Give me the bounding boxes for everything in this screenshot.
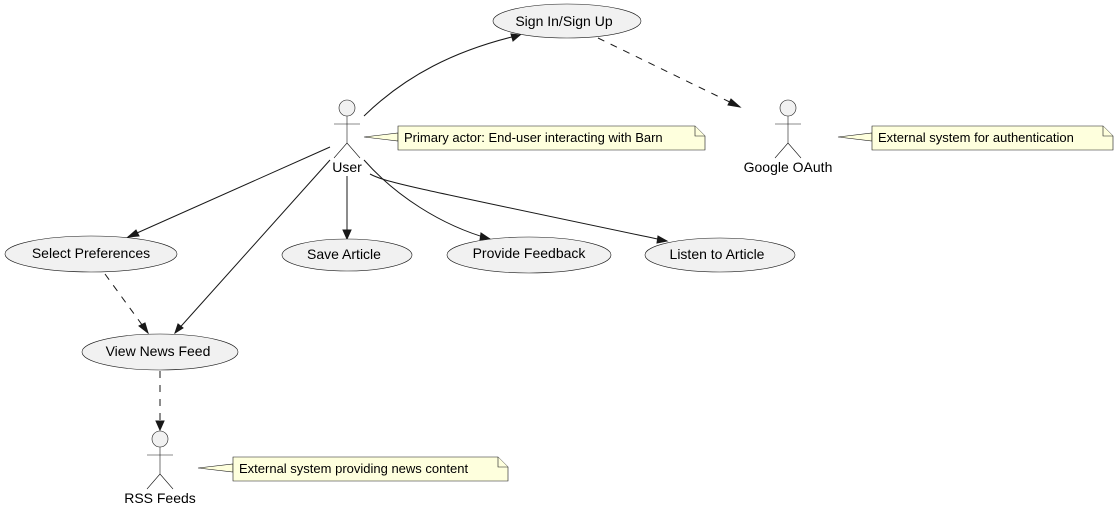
arrowhead-preferences bbox=[126, 229, 140, 238]
actor-head-icon bbox=[779, 99, 797, 117]
use-case-save-article[interactable]: Save Article bbox=[281, 238, 413, 272]
actor-body-icon bbox=[774, 116, 802, 159]
use-case-label: Select Preferences bbox=[32, 245, 150, 261]
edge-preferences-newsfeed bbox=[104, 273, 149, 334]
actor-head-icon bbox=[151, 430, 169, 448]
note-pointer-rss bbox=[197, 463, 234, 473]
arrowhead-oauth bbox=[727, 98, 742, 108]
use-case-label: Provide Feedback bbox=[473, 245, 587, 261]
note-user: Primary actor: End-user interacting with… bbox=[397, 125, 706, 151]
edge-user-preferences bbox=[127, 146, 331, 238]
actor-label: User bbox=[332, 159, 362, 175]
use-case-label: View News Feed bbox=[106, 343, 211, 359]
use-case-provide-feedback[interactable]: Provide Feedback bbox=[446, 236, 612, 274]
actor-body-icon bbox=[146, 447, 174, 490]
note-text: External system for authentication bbox=[878, 130, 1074, 145]
edge-signin-oauth bbox=[597, 37, 741, 108]
arrowhead-save bbox=[342, 229, 352, 241]
actor-label: Google OAuth bbox=[744, 159, 833, 175]
actor-label: RSS Feeds bbox=[124, 490, 196, 506]
actor-google-oauth[interactable]: Google OAuth bbox=[744, 99, 833, 175]
use-case-label: Sign In/Sign Up bbox=[515, 13, 612, 29]
actor-rss-feeds[interactable]: RSS Feeds bbox=[124, 430, 196, 506]
edge-user-signin bbox=[363, 34, 521, 117]
edge-user-newsfeed bbox=[174, 159, 331, 334]
note-google-oauth: External system for authentication bbox=[871, 125, 1114, 151]
edges bbox=[104, 33, 873, 473]
arrowhead-pref-newsfeed bbox=[138, 322, 149, 335]
use-case-view-news-feed[interactable]: View News Feed bbox=[81, 333, 239, 371]
note-text: External system providing news content bbox=[239, 461, 468, 476]
edge-user-listen bbox=[369, 173, 668, 242]
use-case-signin[interactable]: Sign In/Sign Up bbox=[492, 3, 642, 39]
arrowhead-rss bbox=[155, 420, 165, 432]
use-case-label: Listen to Article bbox=[670, 246, 765, 262]
note-pointer-user bbox=[363, 132, 399, 142]
actor-head-icon bbox=[338, 99, 356, 117]
actor-body-icon bbox=[333, 116, 361, 159]
use-case-listen-article[interactable]: Listen to Article bbox=[644, 237, 796, 273]
edge-user-feedback bbox=[363, 159, 491, 240]
actor-user[interactable]: User bbox=[332, 99, 362, 175]
note-pointer-oauth bbox=[837, 132, 873, 142]
arrowhead-feedback bbox=[479, 232, 492, 241]
note-text: Primary actor: End-user interacting with… bbox=[404, 130, 663, 145]
arrowhead-listen bbox=[656, 235, 669, 244]
arrowhead-signin bbox=[510, 33, 522, 42]
use-case-label: Save Article bbox=[307, 246, 381, 262]
use-case-select-preferences[interactable]: Select Preferences bbox=[4, 235, 178, 273]
note-rss-feeds: External system providing news content bbox=[232, 456, 509, 482]
arrowhead-newsfeed bbox=[174, 323, 184, 335]
